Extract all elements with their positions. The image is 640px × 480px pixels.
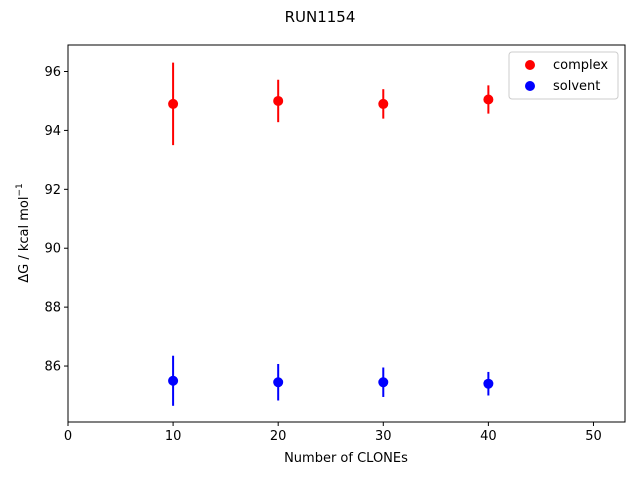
solvent-point <box>378 377 389 388</box>
y-axis-label-superscript: −1 <box>15 183 25 196</box>
legend: complex solvent <box>508 51 619 100</box>
solvent-point <box>168 375 179 386</box>
legend-frame <box>508 51 619 100</box>
x-axis-ticks: 0 10 20 30 40 50 <box>64 422 602 444</box>
x-axis-label: Number of CLONEs <box>284 451 408 466</box>
x-tick-label: 40 <box>480 429 497 444</box>
complex-point <box>168 98 179 109</box>
y-tick-label: 94 <box>44 124 61 139</box>
y-tick-label: 88 <box>44 301 61 316</box>
y-tick-label: 86 <box>44 360 61 375</box>
plot-frame <box>67 44 626 423</box>
x-tick-label: 20 <box>270 429 287 444</box>
legend-marker-complex <box>525 60 535 70</box>
y-tick-label: 92 <box>44 183 61 198</box>
y-tick-label: 90 <box>44 242 61 257</box>
x-tick-label: 30 <box>375 429 392 444</box>
y-axis-ticks: 86 88 90 92 94 96 <box>44 65 68 375</box>
legend-marker-solvent <box>525 81 535 91</box>
y-tick-label: 96 <box>44 65 61 80</box>
y-axis-label: ΔG / kcal mol−1 <box>15 183 32 283</box>
solvent-point <box>483 378 494 389</box>
legend-label-solvent: solvent <box>553 79 600 94</box>
x-tick-label: 50 <box>585 429 602 444</box>
legend-label-complex: complex <box>553 58 608 73</box>
complex-point <box>483 94 494 105</box>
plot-area <box>168 62 494 406</box>
x-tick-label: 10 <box>165 429 182 444</box>
chart-title: RUN1154 <box>285 8 356 26</box>
complex-point <box>273 95 284 106</box>
y-axis-label-main: ΔG / kcal mol <box>17 197 32 283</box>
complex-point <box>378 98 389 109</box>
solvent-point <box>273 377 284 388</box>
x-tick-label: 0 <box>64 429 72 444</box>
